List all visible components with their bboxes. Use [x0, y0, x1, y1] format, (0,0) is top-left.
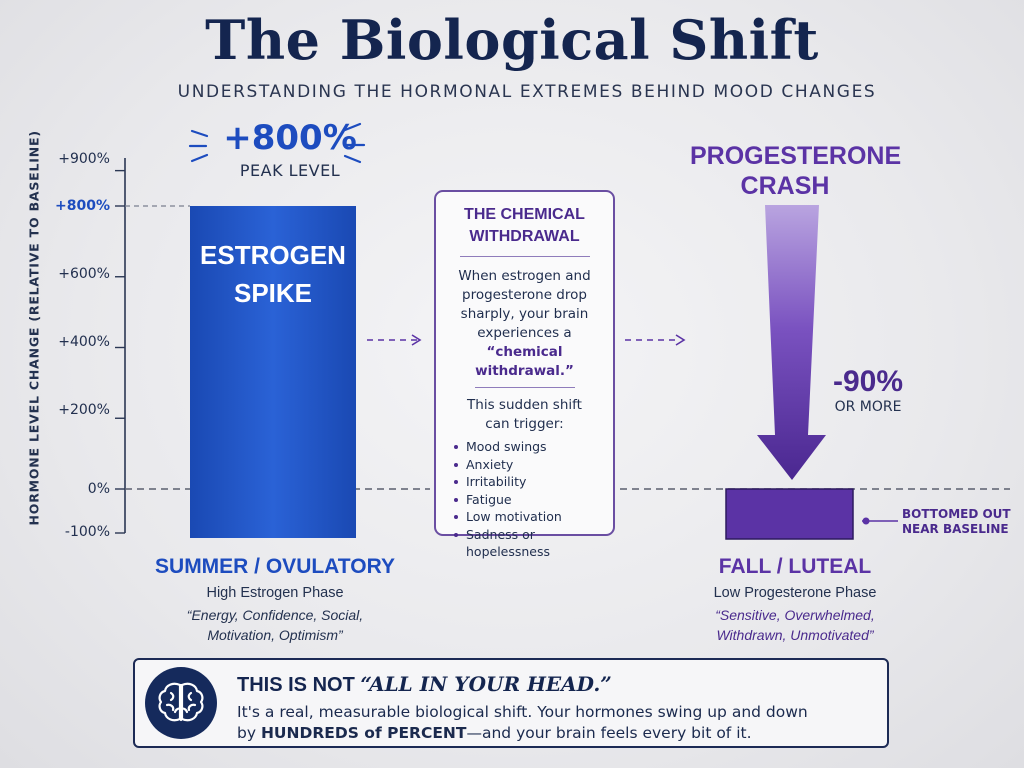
- key-message-heading: THIS IS NOT “ALL IN YOUR HEAD.”: [237, 672, 612, 697]
- key-message-bold: HUNDREDS of PERCENT: [260, 724, 467, 742]
- chemical-withdrawal-callout: THE CHEMICAL WITHDRAWAL When estrogen an…: [434, 190, 615, 559]
- estrogen-peak-value: +800%: [223, 118, 357, 158]
- key-message-line: It's a real, measurable biological shift…: [237, 703, 808, 721]
- fall-phase-description: “Sensitive, Overwhelmed, Withdrawn, Unmo…: [660, 605, 930, 645]
- page-title: The Biological Shift: [205, 8, 819, 72]
- symptom-list: Mood swings Anxiety Irritability Fatigue…: [444, 438, 605, 561]
- callout-divider: [474, 387, 575, 388]
- callout-divider: [459, 256, 590, 257]
- callout-intro: This sudden shift can trigger:: [444, 396, 605, 434]
- progesterone-drop-value: -90%: [832, 365, 904, 398]
- y-tick-label: +800%: [55, 198, 110, 214]
- y-tick-label: +900%: [58, 151, 110, 167]
- callout-body-line: progesterone drop: [462, 287, 587, 303]
- y-tick-label: +600%: [58, 266, 110, 282]
- callout-body: When estrogen and progesterone drop shar…: [444, 267, 605, 381]
- symptom-item: Fatigue: [452, 491, 605, 509]
- progesterone-bar: [725, 488, 854, 540]
- estrogen-peak-label: PEAK LEVEL: [239, 161, 341, 180]
- page-subtitle: Understanding the hormonal extremes behi…: [177, 82, 877, 102]
- callout-title-line: THE CHEMICAL: [464, 206, 585, 223]
- symptom-item: Low motivation: [452, 508, 605, 526]
- callout-body-line: experiences a: [477, 325, 572, 341]
- burst-line: [190, 153, 209, 163]
- y-tick-label: +400%: [58, 334, 110, 350]
- estrogen-bar-label: ESTROGEN SPIKE: [200, 240, 346, 308]
- callout-body-line: When estrogen and: [458, 268, 591, 284]
- symptom-item: Mood swings: [452, 438, 605, 456]
- symptom-item: Anxiety: [452, 456, 605, 474]
- fall-desc-line: “Sensitive, Overwhelmed,: [715, 607, 875, 623]
- key-message-box: THIS IS NOT “ALL IN YOUR HEAD.” It's a r…: [133, 658, 889, 748]
- key-message-text: —and your brain feels every bit of it.: [466, 724, 752, 742]
- summer-desc-line: “Energy, Confidence, Social,: [186, 607, 364, 623]
- burst-line: [343, 154, 362, 164]
- symptom-item: Sadness or hopelessness: [452, 526, 605, 561]
- flow-arrowhead-right: [675, 334, 686, 346]
- summer-phase: SUMMER / OVULATORY High Estrogen Phase “…: [140, 555, 410, 645]
- crash-arrow: [757, 205, 826, 480]
- fall-desc-line: Withdrawn, Unmotivated”: [716, 627, 874, 643]
- summer-phase-subtitle: High Estrogen Phase: [206, 585, 344, 601]
- callout-title: THE CHEMICAL WITHDRAWAL: [444, 204, 605, 248]
- burst-line: [343, 122, 362, 132]
- summer-desc-line: Motivation, Optimism”: [207, 627, 343, 643]
- key-message-text: by: [237, 724, 261, 742]
- bottomed-connector-dot: [862, 517, 870, 525]
- callout-emphasis: “chemical withdrawal.”: [475, 344, 574, 379]
- estrogen-bar: [190, 206, 356, 538]
- callout-title-line: WITHDRAWAL: [469, 228, 580, 245]
- summer-phase-description: “Energy, Confidence, Social, Motivation,…: [140, 605, 410, 645]
- burst-line: [190, 129, 209, 138]
- summer-phase-name: SUMMER / OVULATORY: [155, 555, 395, 578]
- fall-phase-name: FALL / LUTEAL: [718, 555, 872, 578]
- bottomed-out-note: BOTTOMED OUT NEAR BASELINE: [902, 507, 1011, 536]
- fall-phase: FALL / LUTEAL Low Progesterone Phase “Se…: [660, 555, 930, 645]
- brain-icon: [145, 667, 217, 739]
- key-message-body: It's a real, measurable biological shift…: [237, 702, 877, 744]
- fall-phase-subtitle: Low Progesterone Phase: [713, 585, 877, 601]
- symptom-item: Irritability: [452, 473, 605, 491]
- progesterone-drop-label: OR MORE: [834, 399, 902, 415]
- flow-arrowhead-left: [411, 334, 422, 346]
- y-tick-label: 0%: [87, 481, 110, 497]
- callout-intro-line: can trigger:: [485, 416, 564, 432]
- callout-intro-line: This sudden shift: [467, 397, 582, 413]
- callout-body-line: sharply, your brain: [460, 306, 589, 322]
- key-message-quote: “ALL IN YOUR HEAD.”: [360, 672, 612, 696]
- key-message-heading-text: THIS IS NOT: [237, 674, 361, 696]
- y-tick-label: +200%: [58, 402, 110, 418]
- y-tick-label: -100%: [64, 524, 110, 540]
- key-message-line: by HUNDREDS of PERCENT—and your brain fe…: [237, 723, 877, 744]
